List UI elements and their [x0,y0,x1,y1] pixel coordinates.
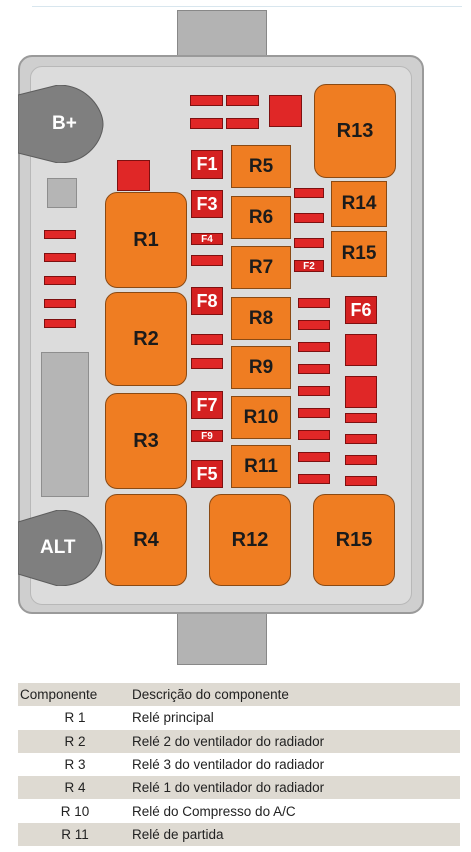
mini-fuse [190,118,223,129]
component-legend-table: Componente Descrição do componente R 1 R… [18,683,460,847]
mini-fuse [44,276,76,285]
header-componente: Componente [20,687,98,703]
component-cell: R 3 [64,757,86,773]
relay-r9: R9 [231,346,291,389]
table-row: R 11 Relé de partida [18,822,460,847]
mini-fuse [298,386,330,396]
component-cell: R 11 [61,826,89,842]
mini-fuse [191,255,223,266]
relay-r8: R8 [231,297,291,340]
description-cell: Relé 2 do ventilador do radiador [132,733,325,749]
mini-fuse [345,455,377,465]
mini-fuse [298,320,330,330]
relay-r6: R6 [231,196,291,239]
relay-r1: R1 [105,192,187,288]
relay-r3: R3 [105,393,187,489]
mini-fuse [44,319,76,328]
mini-fuse [298,452,330,462]
relay-r12: R12 [209,494,291,586]
maxi-fuse [345,334,377,366]
fuse-f9: F9 [191,430,223,442]
mini-fuse [298,430,330,440]
mini-fuse [298,298,330,308]
mini-fuse [298,364,330,374]
mini-fuse [44,253,76,262]
fuse-f2: F2 [294,260,324,272]
component-cell: R 4 [64,780,86,796]
header-descricao: Descrição do componente [132,687,289,703]
maxi-fuse [269,95,302,127]
alt-label: ALT [40,537,76,558]
bottom-connector [177,613,267,665]
table-row: R 2 Relé 2 do ventilador do radiador [18,729,460,753]
description-cell: Relé do Compresso do A/C [132,803,296,819]
fuse-f7: F7 [191,391,223,419]
relay-r10: R10 [231,396,291,439]
description-cell: Relé de partida [132,826,224,842]
description-cell: Relé 1 do ventilador do radiador [132,780,325,796]
alt-terminal [18,510,103,586]
fuse-f5: F5 [191,460,223,488]
relay-r5: R5 [231,145,291,188]
fuse-f1: F1 [191,150,223,179]
top-divider-line [32,6,462,7]
mini-fuse [294,213,324,223]
relay-r11: R11 [231,445,291,488]
component-cell: R 2 [64,733,86,749]
relay-r7: R7 [231,246,291,289]
description-cell: Relé principal [132,710,214,726]
mini-fuse [226,95,259,106]
description-cell: Relé 3 do ventilador do radiador [132,757,325,773]
table-row: R 3 Relé 3 do ventilador do radiador [18,752,460,777]
mini-fuse [345,476,377,486]
maxi-fuse [117,160,150,191]
table-row: R 4 Relé 1 do ventilador do radiador [18,776,460,800]
relay-r4: R4 [105,494,187,586]
fuse-f8: F8 [191,287,223,315]
relay-r15-bottom: R15 [313,494,395,586]
mini-fuse [226,118,259,129]
table-header-row: Componente Descrição do componente [18,683,460,707]
fuse-f6: F6 [345,296,377,324]
b-plus-terminal [18,85,104,163]
mini-fuse [298,474,330,484]
mini-fuse [294,188,324,198]
gray-component-small [47,178,77,208]
relay-r14: R14 [331,181,387,227]
mini-fuse [345,434,377,444]
component-cell: R 1 [64,710,86,726]
mini-fuse [345,413,377,423]
top-connector [177,10,267,58]
maxi-fuse [345,376,377,408]
mini-fuse [298,342,330,352]
relay-r15-right: R15 [331,231,387,277]
mini-fuse [44,230,76,239]
mini-fuse [191,358,223,369]
b-plus-label: B+ [52,113,77,134]
component-cell: R 10 [60,803,90,819]
table-row: R 1 Relé principal [18,706,460,730]
fuse-f4: F4 [191,233,223,245]
gray-component-tall [41,352,89,497]
relay-r13: R13 [314,84,396,178]
mini-fuse [191,334,223,345]
relay-r2: R2 [105,292,187,386]
fuse-f3: F3 [191,190,223,218]
mini-fuse [294,238,324,248]
mini-fuse [190,95,223,106]
mini-fuse [298,408,330,418]
mini-fuse [44,299,76,308]
table-row: R 10 Relé do Compresso do A/C [18,799,460,823]
